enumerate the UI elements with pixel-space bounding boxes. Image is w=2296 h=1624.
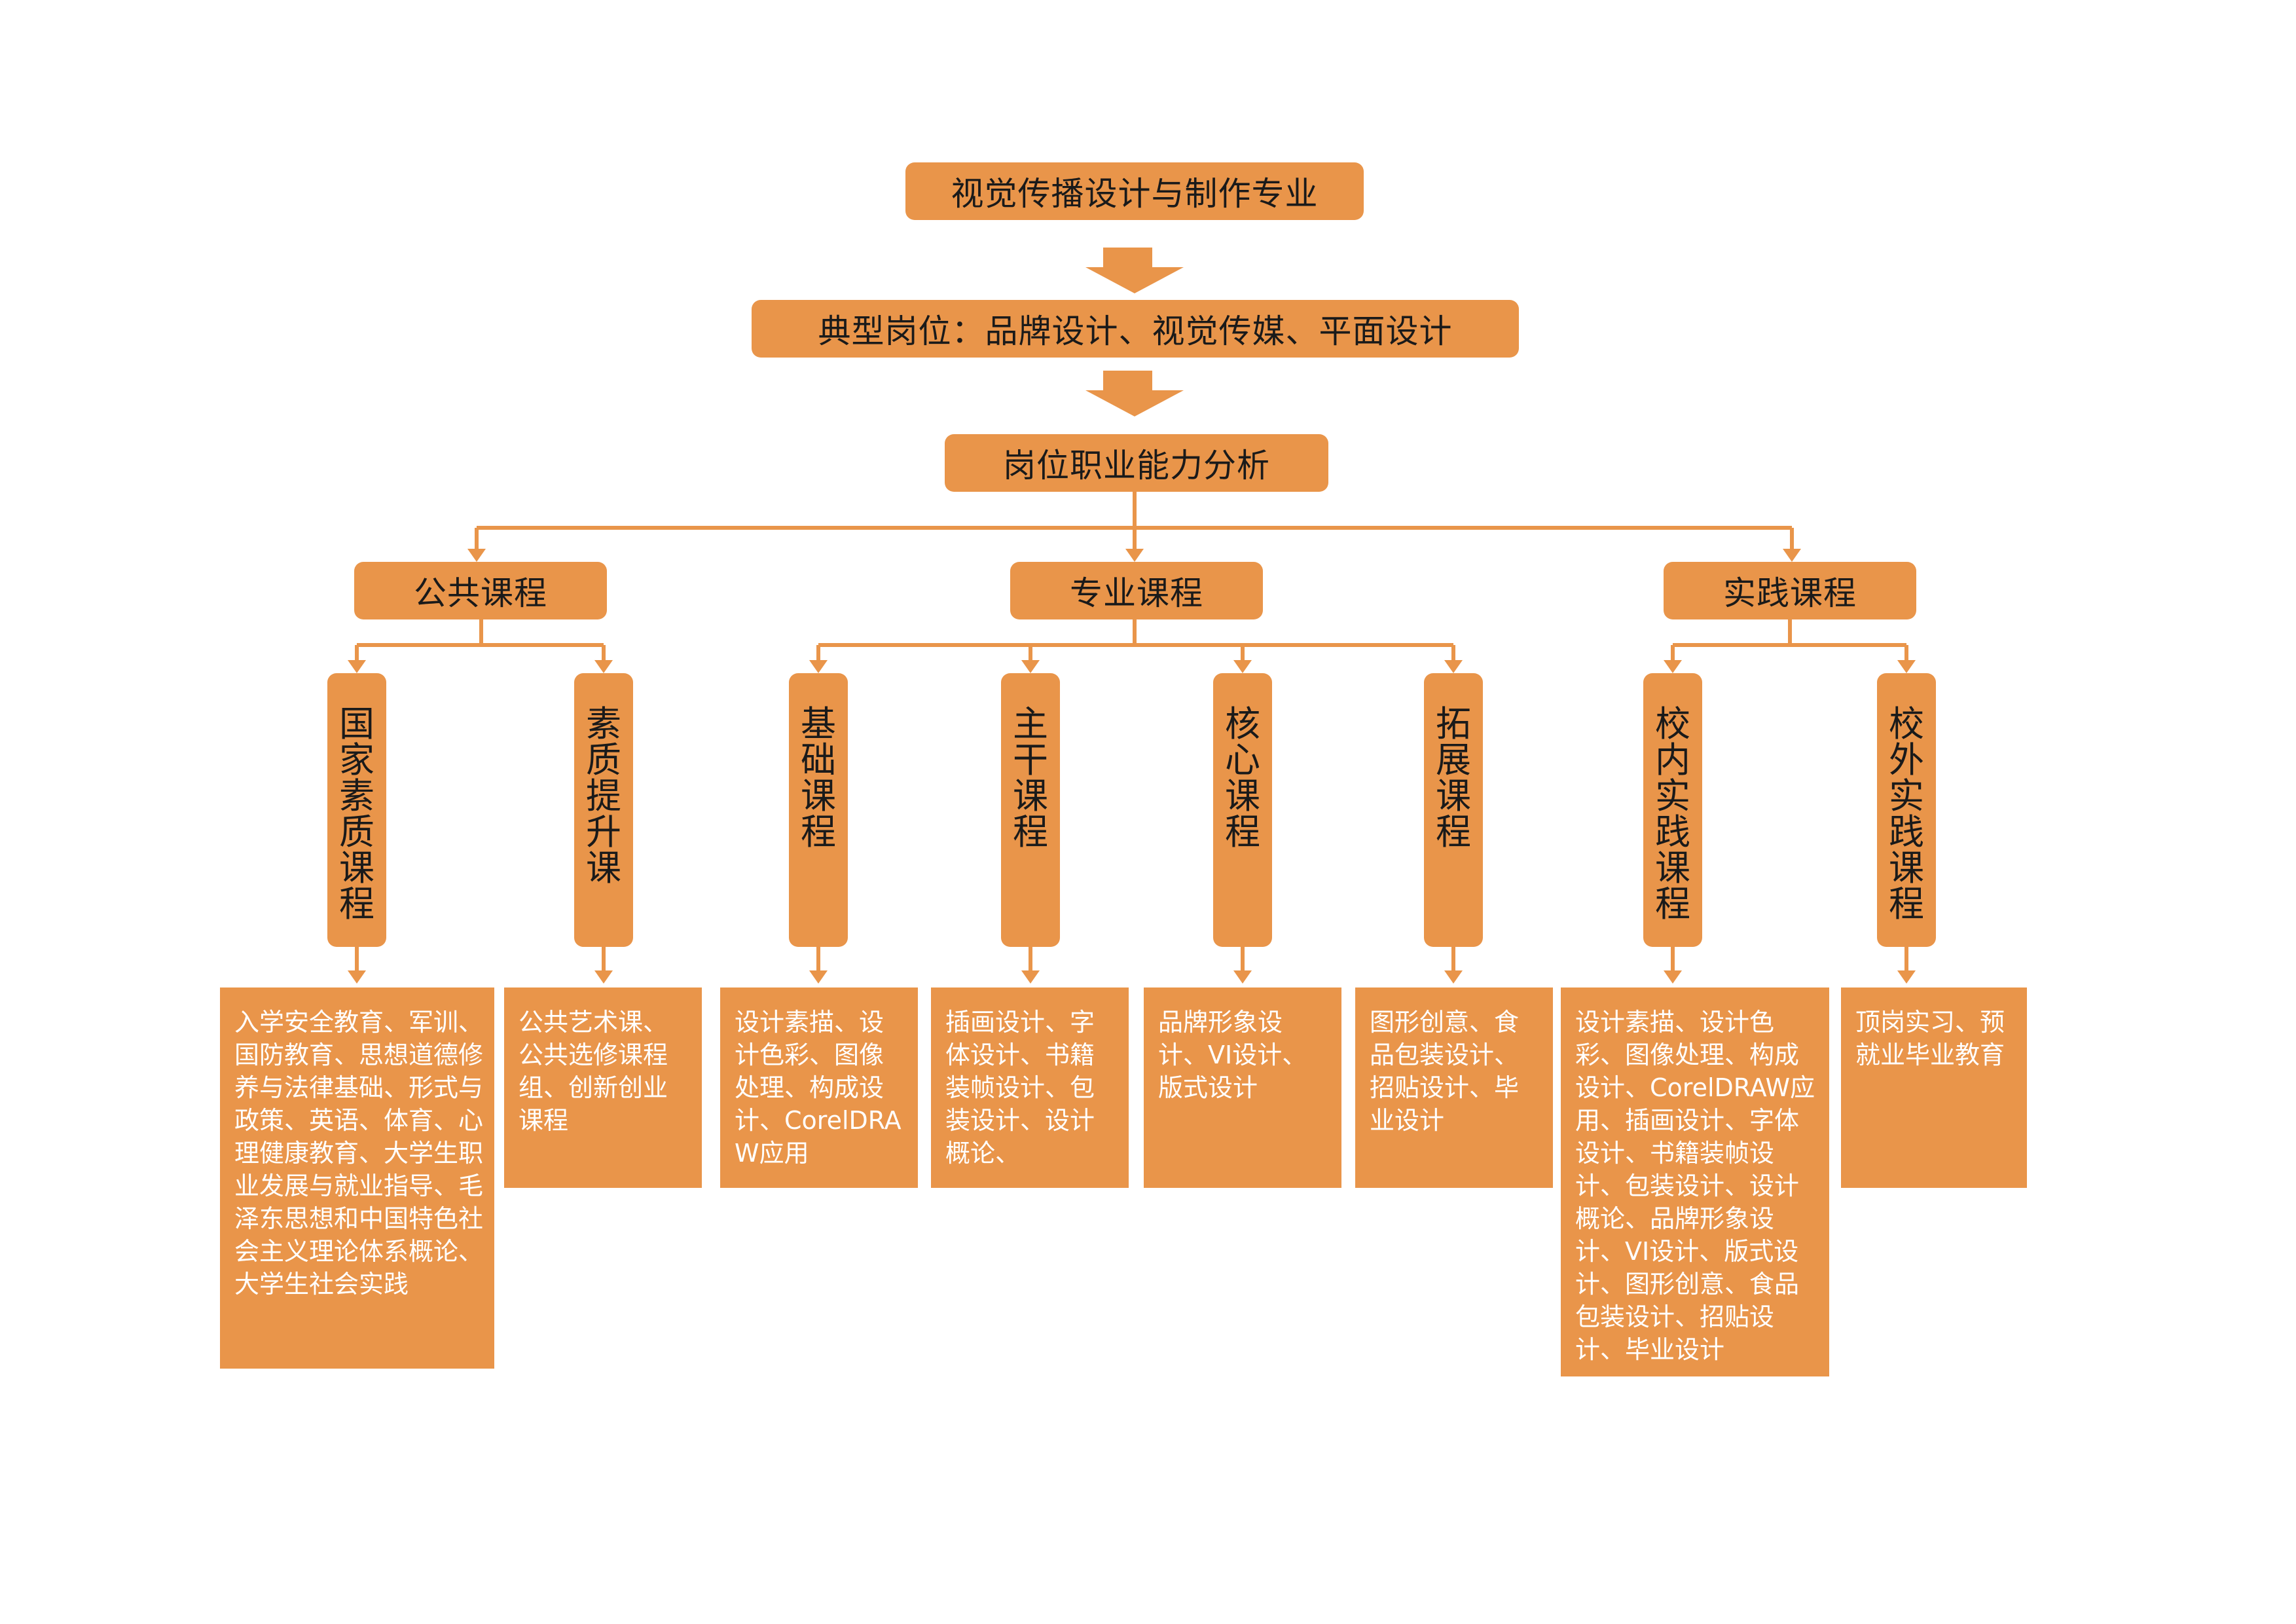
sub-quality-improvement-label: 素质提升课	[586, 703, 621, 889]
arrowhead-sub-4	[1021, 660, 1040, 673]
arrowhead-desc-2	[594, 970, 613, 984]
sub-quality-improvement: 素质提升课	[574, 673, 633, 947]
sub-onsite-practice-label: 校内实践课程	[1655, 703, 1690, 925]
arrowhead-sub-7	[1664, 660, 1682, 673]
desc-onsite-practice: 设计素描、设计色彩、图像处理、构成设计、CorelDRAW应用、插画设计、字体设…	[1561, 987, 1829, 1376]
sub-basic-label: 基础课程	[801, 703, 836, 853]
sub-core: 核心课程	[1213, 673, 1272, 947]
sub-national-quality-label: 国家素质课程	[339, 703, 374, 925]
arrowhead-sub-5	[1233, 660, 1252, 673]
category-practice: 实践课程	[1723, 574, 1857, 612]
arrowhead-sub-8	[1897, 660, 1916, 673]
arrowhead-desc-8	[1897, 970, 1916, 984]
sub-extension: 拓展课程	[1424, 673, 1483, 947]
arrowhead-desc-4	[1021, 970, 1040, 984]
sub-main-label: 主干课程	[1013, 703, 1048, 853]
sub-core-label: 核心课程	[1225, 703, 1260, 853]
major-title: 视觉传播设计与制作专业	[951, 175, 1319, 213]
sub-basic: 基础课程	[789, 673, 848, 947]
typical-positions-box: 典型岗位：品牌设计、视觉传媒、平面设计	[752, 300, 1519, 358]
arrowhead-sub-6	[1444, 660, 1463, 673]
sub-national-quality: 国家素质课程	[327, 673, 386, 947]
category-professional: 专业课程	[1070, 574, 1203, 612]
arrowhead-sub-2	[594, 660, 613, 673]
sub-extension-label: 拓展课程	[1436, 703, 1471, 853]
sub-onsite-practice: 校内实践课程	[1643, 673, 1702, 947]
arrowhead-desc-5	[1233, 970, 1252, 984]
sub-main: 主干课程	[1001, 673, 1060, 947]
ability-analysis-box: 岗位职业能力分析	[945, 434, 1328, 492]
arrowhead-desc-6	[1444, 970, 1463, 984]
major-title-box: 视觉传播设计与制作专业	[905, 162, 1364, 220]
desc-basic: 设计素描、设计色彩、图像处理、构成设计、CorelDRAW应用	[720, 987, 918, 1188]
down-arrow-2	[1085, 371, 1184, 416]
sub-offsite-practice-label: 校外实践课程	[1889, 703, 1924, 925]
desc-core: 品牌形象设计、VI设计、版式设计	[1144, 987, 1341, 1188]
arrowhead-desc-3	[809, 970, 828, 984]
arrowhead-sub-1	[348, 660, 366, 673]
arrowhead-professional	[1125, 549, 1144, 562]
arrowhead-practice	[1783, 549, 1801, 562]
typical-positions: 典型岗位：品牌设计、视觉传媒、平面设计	[818, 312, 1453, 350]
arrowhead-public	[467, 549, 486, 562]
desc-main: 插画设计、字体设计、书籍装帧设计、包装设计、设计概论、	[931, 987, 1129, 1188]
category-public-box: 公共课程	[354, 562, 607, 619]
sub-offsite-practice: 校外实践课程	[1877, 673, 1936, 947]
desc-offsite-practice: 顶岗实习、预就业毕业教育	[1841, 987, 2027, 1188]
ability-analysis: 岗位职业能力分析	[1003, 447, 1270, 485]
category-professional-box: 专业课程	[1010, 562, 1263, 619]
arrowhead-desc-1	[348, 970, 366, 984]
arrowhead-desc-7	[1664, 970, 1682, 984]
desc-quality-improvement: 公共艺术课、公共选修课程组、创新创业课程	[504, 987, 702, 1188]
down-arrow-1	[1085, 248, 1184, 293]
category-public: 公共课程	[414, 574, 547, 612]
category-practice-box: 实践课程	[1664, 562, 1916, 619]
desc-national-quality: 入学安全教育、军训、国防教育、思想道德修养与法律基础、形式与政策、英语、体育、心…	[220, 987, 494, 1369]
arrowhead-sub-3	[809, 660, 828, 673]
desc-extension: 图形创意、食品包装设计、招贴设计、毕业设计	[1355, 987, 1553, 1188]
